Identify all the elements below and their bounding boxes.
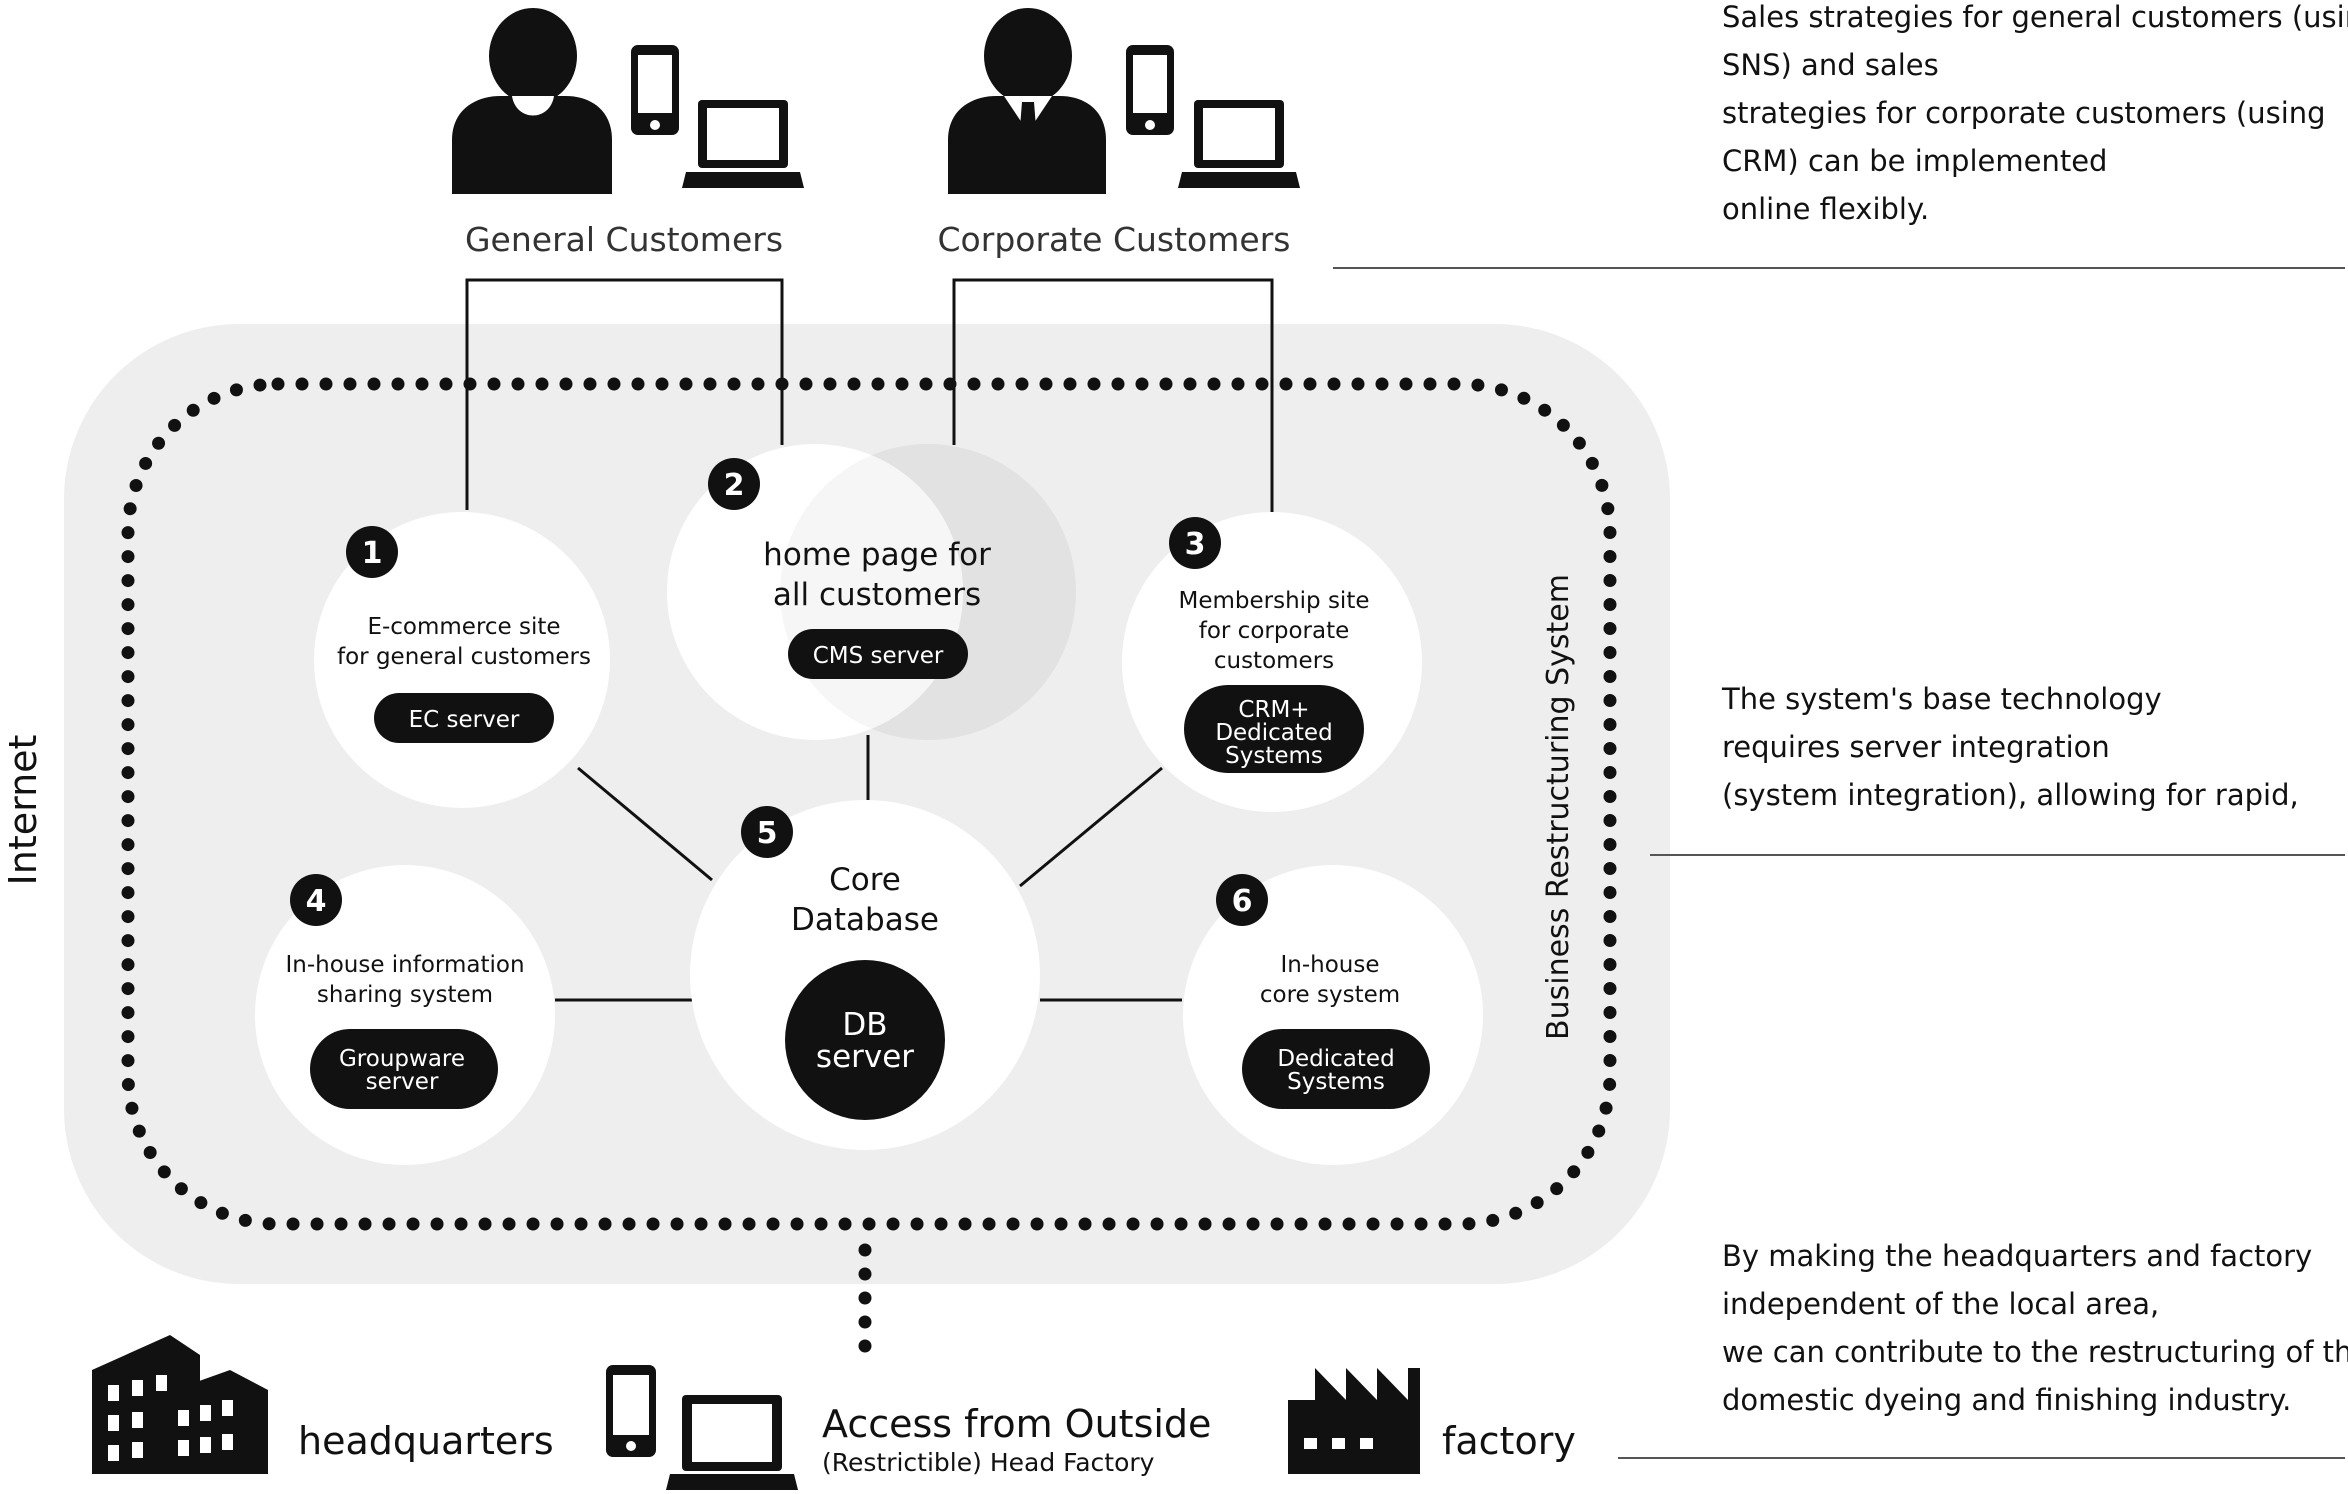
side-text-line: independent of the local area,	[1722, 1287, 2160, 1321]
node-2-badge: 2	[724, 468, 745, 503]
corporate-customers-label: Corporate Customers	[938, 220, 1291, 259]
ec-server-label: EC server	[409, 707, 520, 733]
divider-lines	[1333, 267, 2345, 1459]
access-sublabel: (Restrictible) Head Factory	[822, 1448, 1155, 1477]
side-text-line: SNS) and sales	[1722, 48, 1939, 82]
crm-systems-label-line1: CRM+	[1238, 697, 1309, 723]
general-customers-label: General Customers	[465, 220, 783, 259]
node-5-badge: 5	[757, 816, 778, 851]
cms-server-label: CMS server	[813, 643, 944, 669]
side-text-line: online flexibly.	[1722, 192, 1930, 226]
node-6-title-line1: In-house	[1280, 952, 1379, 978]
corporate-phone-icon	[1126, 45, 1174, 135]
factory-icon	[1288, 1368, 1420, 1474]
node-2-title-line2: all customers	[773, 577, 981, 613]
node-5-title-line1: Core	[829, 862, 901, 898]
cms-server-pill	[788, 629, 968, 679]
access-label: Access from Outside	[822, 1402, 1211, 1446]
node-4-badge: 4	[306, 884, 327, 919]
spoke-lines	[555, 735, 1182, 1002]
groupware-server-label-line1: Groupware	[339, 1046, 465, 1072]
node-1-title-line1: E-commerce site	[367, 614, 560, 640]
internet-label: Internet	[1, 735, 45, 886]
crm-systems-pill	[1184, 685, 1364, 773]
groupware-server-label-line2: server	[366, 1069, 439, 1095]
groupware-server-pill	[310, 1029, 498, 1109]
headquarters-building-icon	[92, 1335, 268, 1474]
db-server-label-line2: server	[816, 1039, 914, 1075]
corporate-customer-person-icon	[948, 8, 1106, 194]
side-text-line: By making the headquarters and factory	[1722, 1239, 2313, 1273]
corporate-laptop-icon	[1178, 100, 1300, 188]
general-phone-icon	[631, 45, 679, 135]
ec-server-pill	[374, 693, 554, 743]
headquarters-label: headquarters	[298, 1419, 554, 1463]
node-3-title-line1: Membership site	[1178, 588, 1369, 614]
node-2-title-line1: home page for	[763, 537, 991, 573]
node-3-badge: 3	[1185, 527, 1206, 562]
node-4-title-line2: sharing system	[317, 982, 493, 1008]
node-5-title-line2: Database	[791, 902, 939, 938]
dedicated-systems-label-line1: Dedicated	[1277, 1046, 1394, 1072]
db-server-disc	[785, 960, 945, 1120]
node-3-title-line2: for corporate	[1199, 618, 1350, 644]
node-4-title-line1: In-house information	[285, 952, 524, 978]
access-phone-icon	[606, 1365, 656, 1457]
side-text-line: CRM) can be implemented	[1722, 144, 2108, 178]
access-laptop-icon	[666, 1395, 798, 1490]
node-6-badge: 6	[1232, 884, 1253, 919]
factory-label: factory	[1442, 1419, 1576, 1463]
side-text-line: (system integration), allowing for rapid…	[1722, 778, 2299, 812]
side-text-block-1: Sales strategies for general customers (…	[1722, 0, 2348, 233]
node-6-title-line2: core system	[1260, 982, 1400, 1008]
node-1-title-line2: for general customers	[337, 644, 591, 670]
node-badges: 1 2 3 4 5 6	[290, 458, 1268, 926]
dedicated-systems-label-line2: Systems	[1287, 1069, 1385, 1095]
side-text-line: domestic dyeing and finishing industry.	[1722, 1383, 2292, 1417]
side-text-line: Sales strategies for general customers (…	[1722, 0, 2348, 34]
side-text-line: we can contribute to the restructuring o…	[1722, 1335, 2348, 1369]
general-customer-person-icon	[452, 8, 612, 194]
side-text-line: The system's base technology	[1722, 682, 2162, 716]
node-3-title-line3: customers	[1214, 648, 1334, 674]
general-laptop-icon	[682, 100, 804, 188]
customer-connectors	[465, 278, 1274, 512]
db-server-label-line1: DB	[842, 1007, 887, 1043]
dotted-boundary	[121, 377, 1617, 1231]
side-text-block-2: The system's base technology requires se…	[1722, 675, 2342, 819]
crm-systems-label-line3: Systems	[1225, 743, 1323, 769]
side-text-line: requires server integration	[1722, 730, 2110, 764]
side-text-line: strategies for corporate customers (usin…	[1722, 96, 2326, 130]
node-1-badge: 1	[362, 536, 383, 571]
side-text-block-3: By making the headquarters and factory i…	[1722, 1232, 2348, 1424]
business-system-label: Business Restructuring System	[1541, 574, 1576, 1040]
dedicated-systems-pill	[1242, 1029, 1430, 1109]
crm-systems-label-line2: Dedicated	[1215, 720, 1332, 746]
